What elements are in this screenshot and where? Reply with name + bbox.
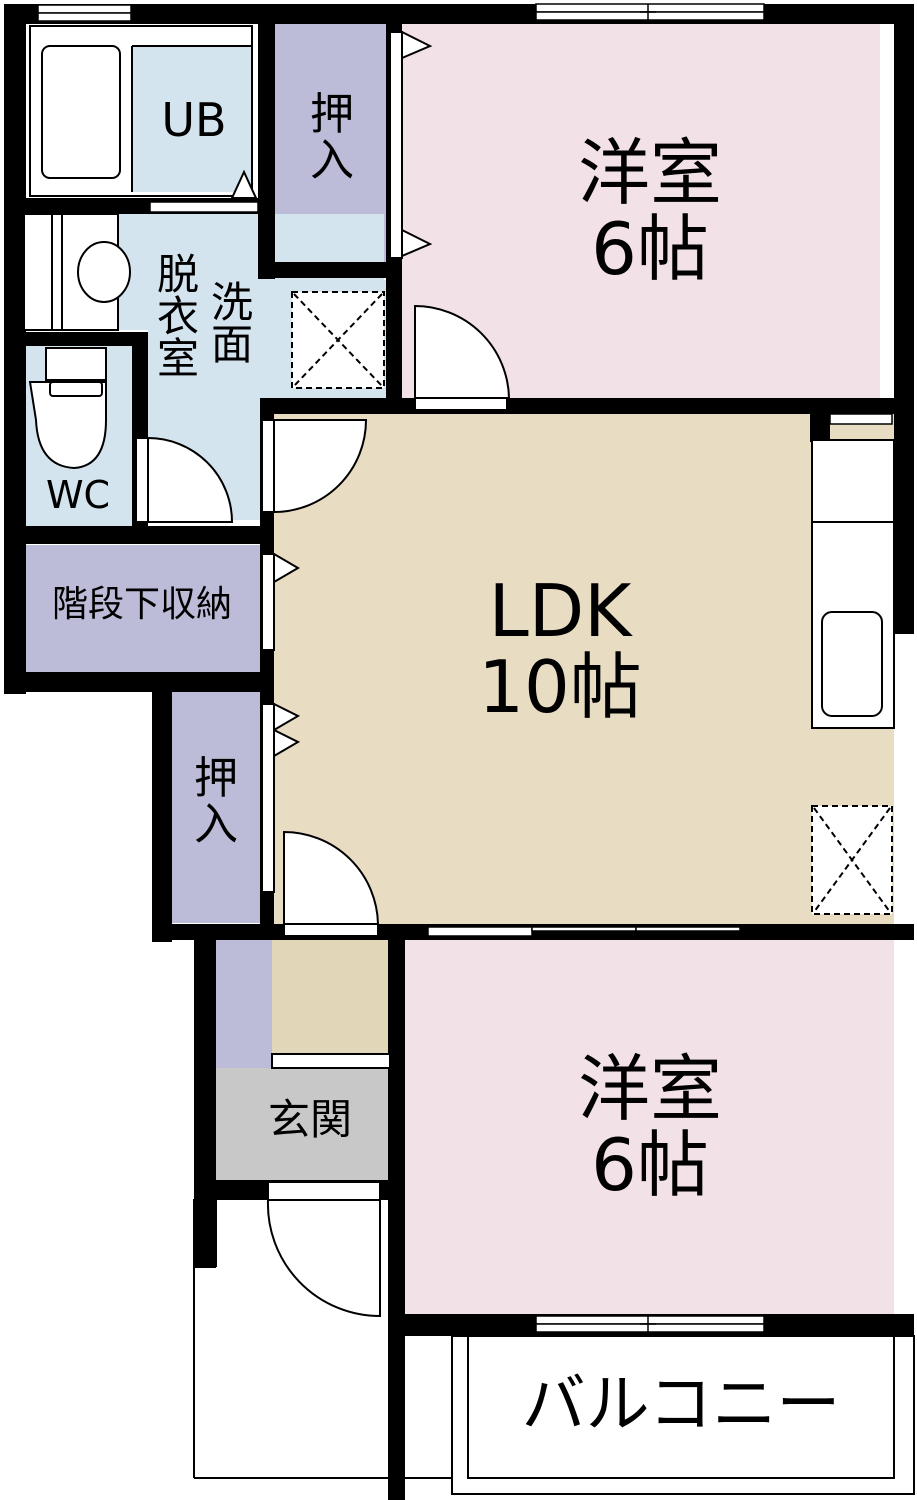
toilet-label: WC xyxy=(45,473,111,517)
closet-middle-label: 押 入 xyxy=(194,753,238,851)
closet-doors xyxy=(261,30,433,1069)
closet-top-label: 押 入 xyxy=(310,89,354,187)
washbasin xyxy=(23,213,131,331)
exterior-outline xyxy=(193,1199,915,1495)
kitchen xyxy=(811,439,895,729)
doors xyxy=(135,304,511,1318)
windows xyxy=(37,3,893,1333)
western-room-south xyxy=(405,940,894,1315)
ldk xyxy=(272,413,894,925)
western-room-north-label: 洋室 6帖 xyxy=(577,131,722,291)
closet-middle xyxy=(172,691,260,923)
washing-machine-space xyxy=(291,291,385,389)
ldk-label: LDK 10帖 xyxy=(478,569,642,729)
sliding-doors xyxy=(427,926,878,937)
unit-bath-floor xyxy=(132,46,252,192)
shoe-storage xyxy=(216,940,272,1068)
toilet-fixture xyxy=(28,347,107,470)
fridge-space xyxy=(811,805,893,915)
entrance-label: 玄関 xyxy=(267,1095,352,1144)
under-stair-storage xyxy=(24,545,260,672)
entrance xyxy=(216,1068,390,1180)
under-stair-storage-label: 階段下収納 xyxy=(51,584,232,625)
washroom-label-a: 脱 衣 室 xyxy=(156,250,199,383)
walls xyxy=(4,4,914,1500)
washroom-label-b: 洗 面 xyxy=(210,278,253,369)
western-room-south-label: 洋室 6帖 xyxy=(577,1047,722,1207)
bathtub xyxy=(29,25,258,199)
entrance-hall-floor xyxy=(272,940,390,1054)
unit-bath-label: UB xyxy=(161,93,227,147)
balcony-label: バルコニー xyxy=(521,1368,841,1442)
